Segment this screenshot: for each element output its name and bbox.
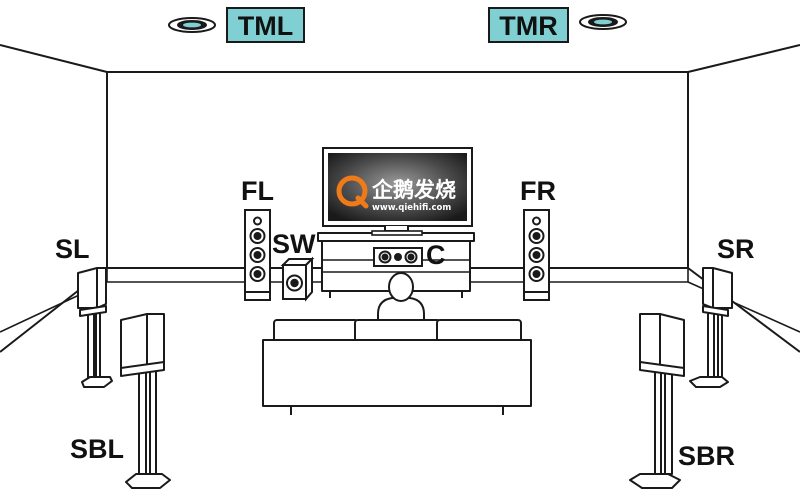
- speaker-sl: [77, 267, 113, 388]
- label-sw: SW: [272, 229, 316, 259]
- label-tml: TML: [238, 11, 293, 41]
- speaker-sr: [689, 267, 733, 388]
- bookshelf-speaker-icon: [639, 313, 685, 369]
- label-sr: SR: [717, 234, 755, 264]
- listener: [377, 272, 425, 323]
- watermark-url: www.qiehifi.com: [372, 203, 451, 213]
- subwoofer: [280, 256, 315, 302]
- bookshelf-speaker-icon: [77, 267, 107, 309]
- listener-icon: [377, 297, 425, 323]
- label-sl: SL: [55, 234, 90, 264]
- tv: [322, 147, 473, 236]
- label-sbr: SBR: [678, 441, 735, 471]
- watermark-brand: 企鹅发烧: [371, 178, 456, 202]
- speaker-sbr: [629, 313, 685, 489]
- bookshelf-speaker-icon: [702, 267, 733, 309]
- bookshelf-speaker-icon: [120, 313, 165, 369]
- ceiling-speaker-tml: [168, 17, 216, 33]
- label-tmr: TMR: [499, 11, 557, 41]
- speaker-fl: [244, 209, 271, 301]
- label-sbl: SBL: [70, 434, 124, 464]
- label-fl: FL: [241, 176, 274, 206]
- watermark-logo-icon: [336, 175, 369, 209]
- label-c: C: [426, 240, 446, 270]
- center-speaker: [373, 247, 423, 267]
- label-tml-box: TML: [226, 7, 305, 43]
- speaker-sbl: [120, 313, 171, 489]
- watermark: 企鹅发烧 www.qiehifi.com: [336, 175, 456, 213]
- ceiling-speaker-tmr: [579, 14, 627, 30]
- speaker-fr: [523, 209, 550, 301]
- sofa-icon: [273, 319, 359, 343]
- sofa: [262, 319, 532, 415]
- label-tmr-box: TMR: [488, 7, 569, 43]
- label-fr: FR: [520, 176, 556, 206]
